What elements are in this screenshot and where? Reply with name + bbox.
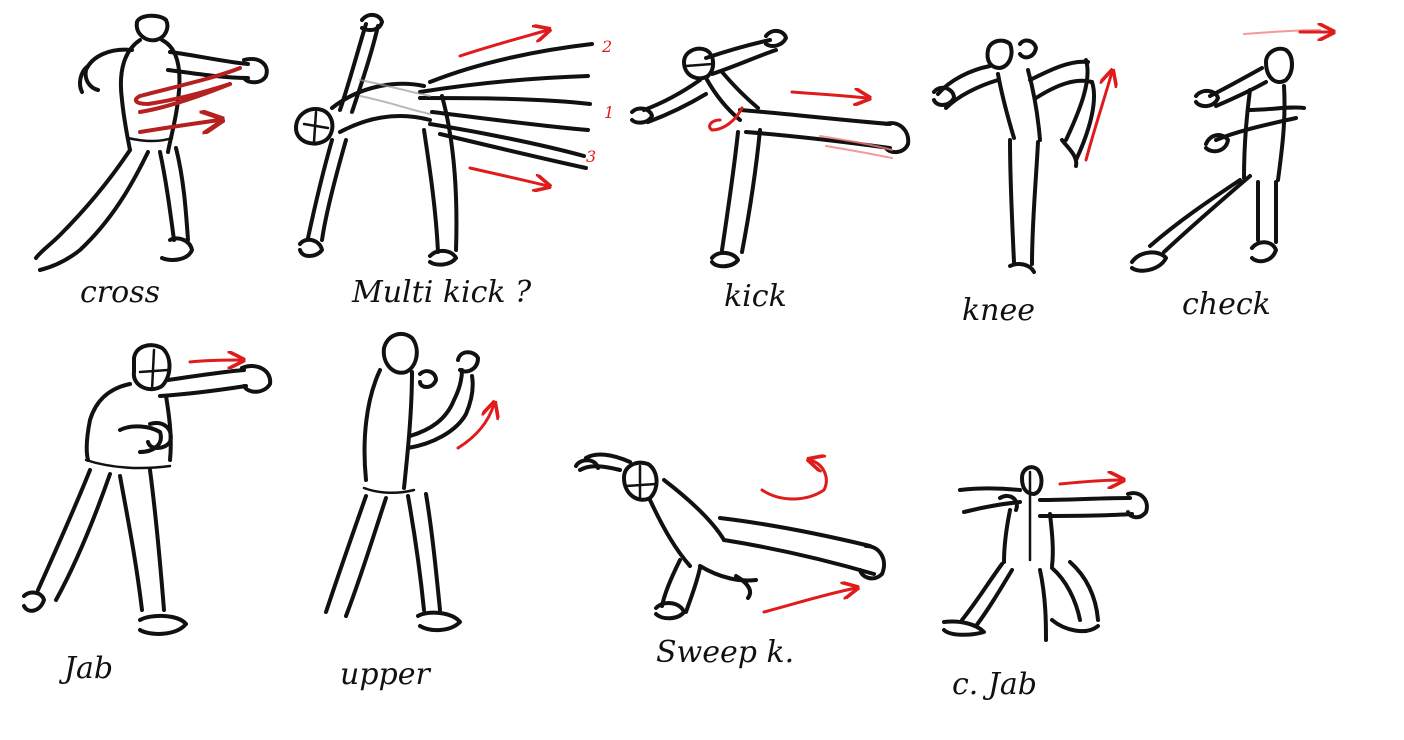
figure-upper [324, 331, 494, 633]
multi-kick-step-3: 3 [586, 147, 596, 166]
label-kick: kick [724, 279, 787, 314]
figure-cross [34, 13, 269, 272]
label-sweep-kick: Sweep k. [656, 635, 794, 670]
multi-kick-step-1: 1 [604, 103, 614, 122]
figure-crouch-jab [942, 465, 1149, 642]
label-crouch-jab: c. Jab [952, 667, 1037, 702]
label-multi-kick: Multi kick ? [351, 275, 532, 310]
label-check: check [1182, 287, 1271, 322]
figure-sweep-kick [574, 452, 886, 621]
figure-kick [630, 29, 911, 269]
figure-jab [22, 343, 273, 636]
label-cross: cross [80, 275, 160, 310]
label-jab: Jab [58, 651, 113, 686]
label-upper: upper [340, 657, 431, 692]
multi-kick-step-2: 2 [601, 37, 612, 56]
label-knee: knee [962, 293, 1035, 328]
figure-multi-kick: 2 1 3 [294, 13, 614, 267]
figure-check [1130, 30, 1332, 273]
figure-knee [932, 38, 1112, 274]
